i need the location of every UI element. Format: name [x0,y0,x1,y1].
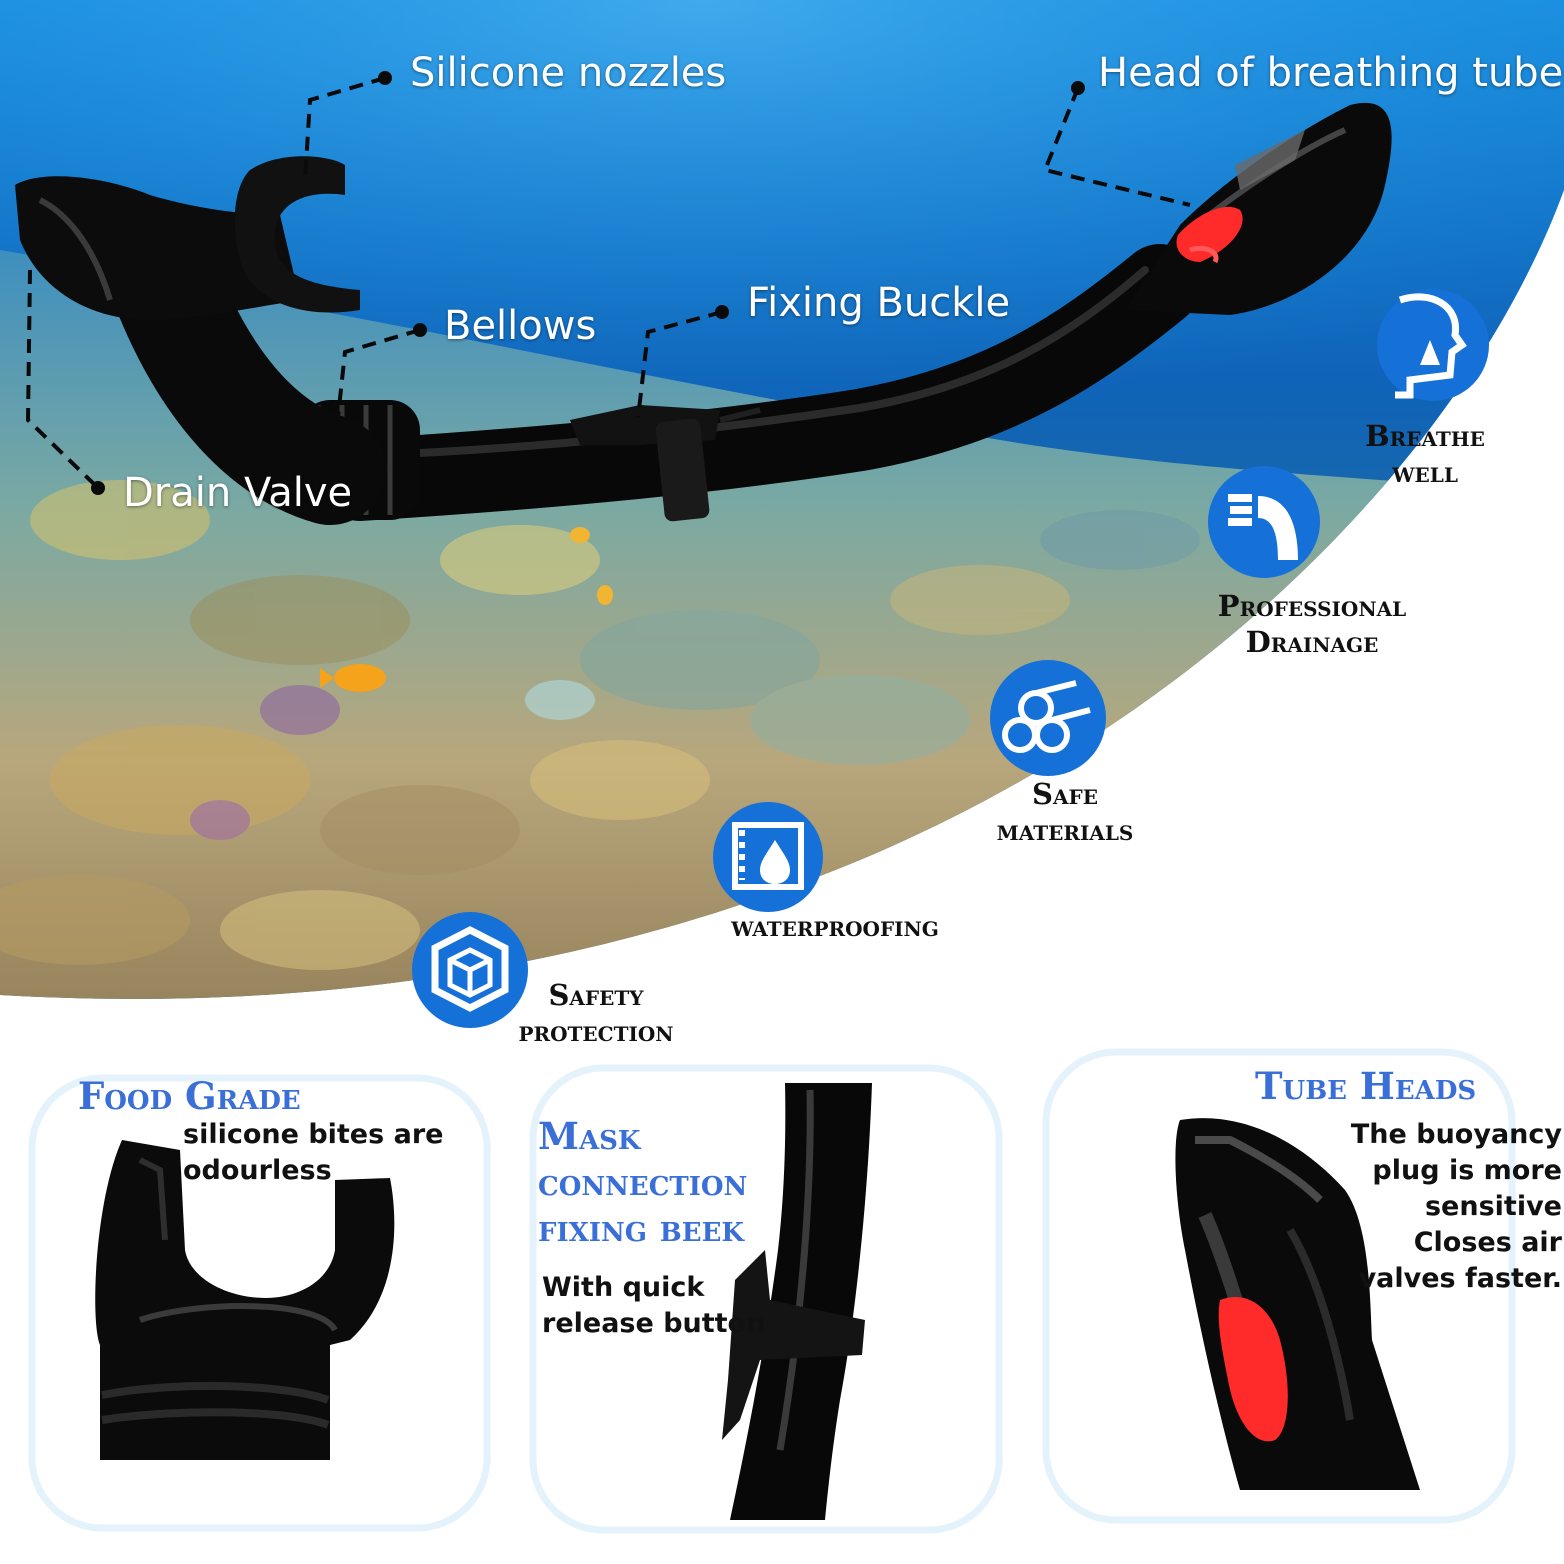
card-text-line: valves faster. [1358,1263,1562,1294]
coral-texture [0,480,1200,970]
feature-line: Safety [548,978,644,1012]
callout-fixing-buckle: Fixing Buckle [747,280,1011,326]
callout-silicone-nozzles: Silicone nozzles [410,50,727,96]
card-mask-connection [529,1064,1003,1534]
card-food-grade [28,1074,491,1532]
card-text-food-grade: silicone bites are odourless [183,1117,443,1189]
callout-dots [91,71,1085,495]
feature-line: well [1392,455,1458,489]
card-title-line: Food Grade [78,1074,301,1118]
feature-cards [28,1048,1516,1534]
tube-buckle-image [722,1083,872,1520]
feature-line: Professional [1217,589,1407,623]
feature-waterproofing: waterproofing [700,908,970,944]
card-text-line: Closes air [1413,1227,1562,1258]
card-text-line: odourless [183,1155,332,1186]
card-title-tube-heads: Tube Heads [1255,1063,1476,1109]
feature-line: waterproofing [731,909,939,943]
callout-head-of-breathing-tube: Head of breathing tube [1098,50,1564,96]
card-text-line: With quick [542,1272,705,1303]
drain-pipe-icon [1208,466,1320,578]
card-text-line: release button [542,1308,766,1339]
feature-line: protection [518,1014,674,1048]
tube-head-image [1175,1118,1420,1490]
card-title-line: connection [538,1160,748,1204]
fish [320,527,613,692]
card-text-line: plug is more [1372,1155,1562,1186]
mouthpiece-image [95,1140,395,1460]
callout-drain-valve: Drain Valve [123,470,353,516]
feature-professional-drainage: Professional Drainage [1192,588,1432,660]
callout-bellows: Bellows [444,303,597,349]
head-breathing-icon [1377,289,1489,401]
tube-head-red-valve [1218,1296,1288,1442]
card-title-mask-connection: Mask connection fixing beek [538,1113,747,1251]
shield-cube-icon [412,912,528,1028]
callout-leaders [25,76,1191,490]
card-title-food-grade: Food Grade [78,1073,301,1119]
feature-safe-materials: Safe materials [975,776,1155,848]
card-text-line: sensitive [1424,1191,1562,1222]
feature-line: materials [996,813,1134,847]
feature-line: Drainage [1245,625,1379,659]
waterproof-drop-icon [713,802,823,912]
feature-breathe-well: Breathe well [1350,418,1500,490]
card-text-line: The buoyancy [1350,1119,1562,1150]
snorkel-illustration [15,102,1392,525]
feature-safety-protection: Safety protection [496,977,696,1049]
card-text-tube-heads: The buoyancy plug is more sensitive Clos… [1340,1117,1562,1297]
card-text-mask-connection: With quick release button [542,1270,765,1342]
card-text-line: silicone bites are [183,1119,444,1150]
card-title-line: Mask [538,1114,641,1158]
card-title-line: Tube Heads [1255,1064,1477,1108]
feature-line: Breathe [1365,419,1485,453]
material-rolls-icon [990,660,1106,776]
card-tube-heads [1042,1048,1516,1524]
card-title-line: fixing beek [538,1206,745,1250]
feature-line: Safe [1032,777,1098,811]
